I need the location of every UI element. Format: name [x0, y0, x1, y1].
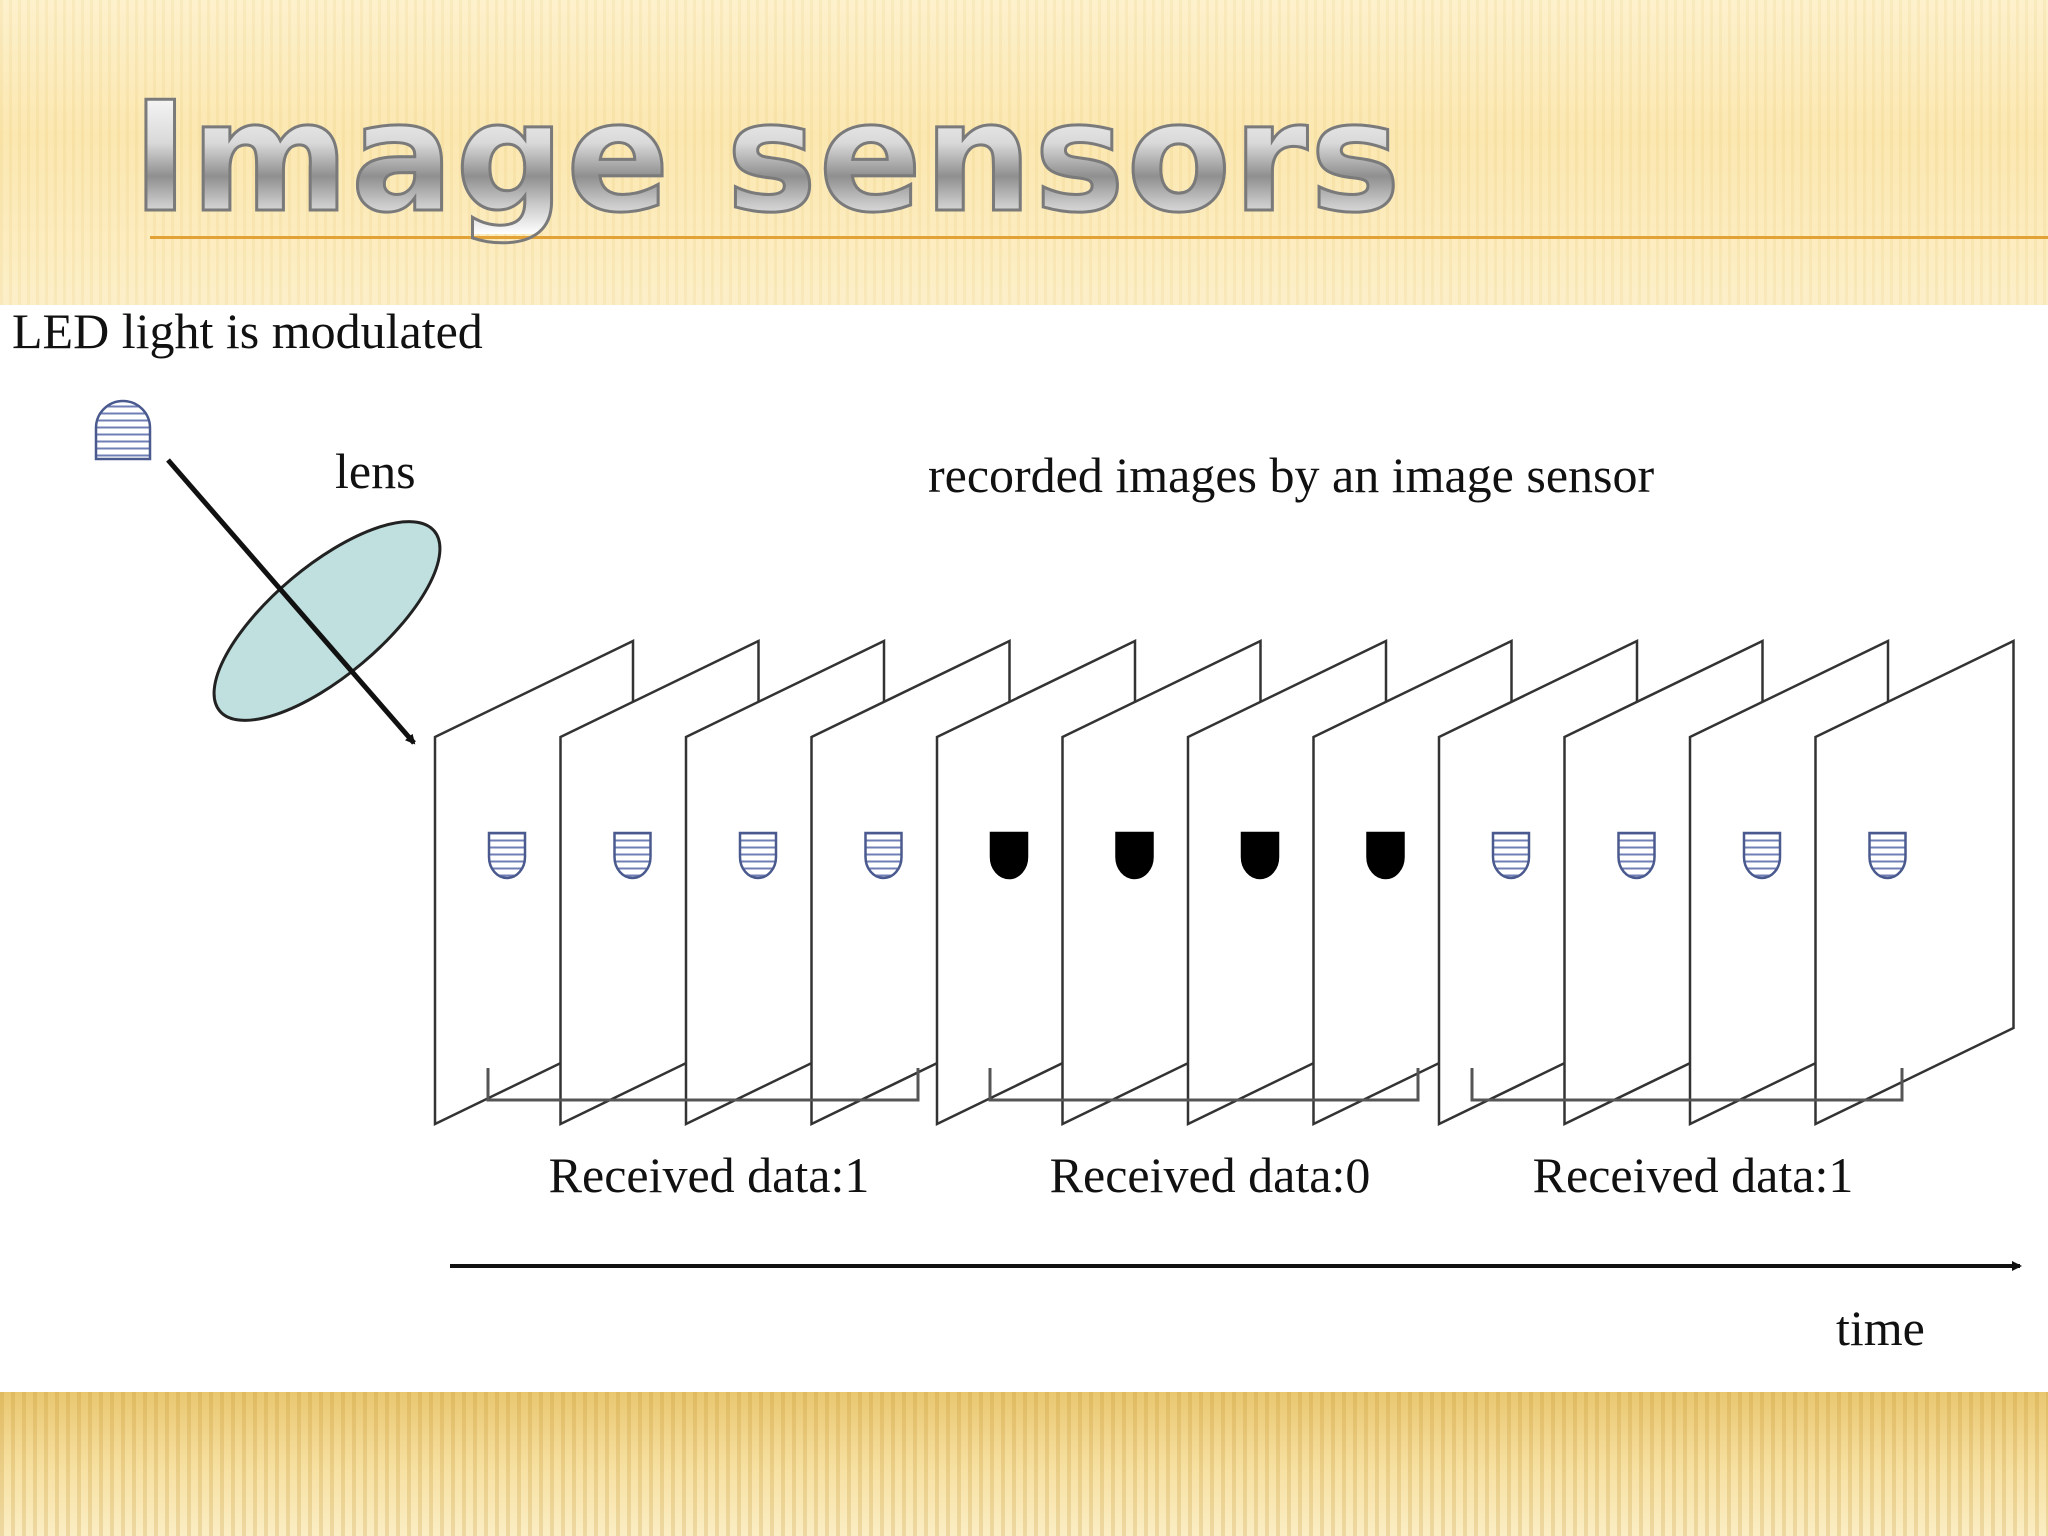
title-underline [150, 236, 2048, 239]
light-ray-arrow [166, 458, 416, 745]
led-on-icon [738, 831, 778, 880]
led-off-icon [1240, 831, 1280, 880]
led-on-icon [1742, 831, 1782, 880]
led-on-icon [1491, 831, 1531, 880]
frames-label: recorded images by an image sensor [928, 447, 1654, 503]
led-source-icon [94, 399, 152, 461]
data-group: Received data:1 [1470, 1068, 1904, 1203]
received-data-label: Received data:1 [1533, 1147, 1854, 1203]
led-on-icon [487, 831, 527, 880]
group-bracket [486, 1068, 920, 1102]
sensor-frames [433, 639, 2015, 1126]
lens-shape [212, 520, 442, 722]
led-off-icon [1115, 831, 1154, 880]
lens-label: lens [335, 443, 416, 499]
source-label: LED light is modulated [12, 305, 483, 359]
led-off-icon [1366, 831, 1405, 880]
led-on-icon [864, 831, 903, 880]
led-on-icon [613, 831, 652, 880]
group-bracket [988, 1068, 1420, 1102]
received-data-label: Received data:1 [549, 1147, 870, 1203]
data-groups: Received data:1 Received data:0 Received d… [486, 1068, 1904, 1203]
led-on-icon [1617, 831, 1656, 880]
footer-band [0, 1392, 2048, 1536]
sensor-frame [1814, 639, 2015, 1126]
led-on-icon [1868, 831, 1907, 880]
data-group: Received data:1 [486, 1068, 920, 1203]
slide-title: Image sensors [130, 69, 1403, 246]
header-band [0, 0, 2048, 305]
group-bracket [1470, 1068, 1904, 1102]
diagram-figure: LED light is modulated lens recorded ima… [0, 305, 2048, 1392]
received-data-label: Received data:0 [1050, 1147, 1371, 1203]
time-axis-label: time [1836, 1300, 1925, 1356]
led-off-icon [989, 831, 1029, 880]
diagram-canvas: LED light is modulated lens recorded ima… [12, 305, 2022, 1356]
data-group: Received data:0 [988, 1068, 1420, 1203]
